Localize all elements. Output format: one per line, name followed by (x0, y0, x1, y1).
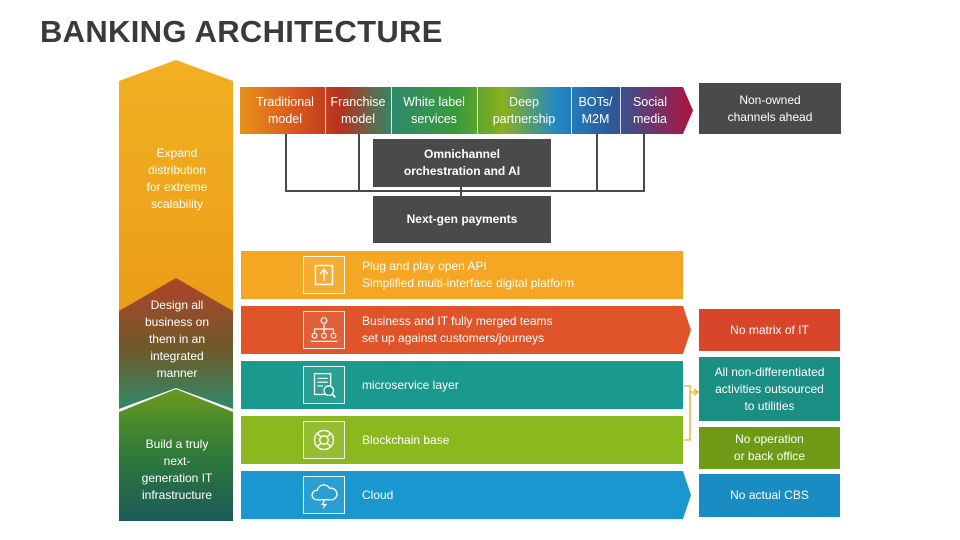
channel-divider (391, 87, 392, 134)
stack-segment-middle (119, 278, 233, 409)
layer-bar-teams (241, 306, 691, 354)
channel-divider (477, 87, 478, 134)
stack-label-design: Design all business on them in an integr… (144, 298, 210, 380)
channel-divider (571, 87, 572, 134)
left-arrow-stack (119, 60, 233, 521)
org-chart-icon (303, 311, 345, 349)
layer-text-cloud: Cloud (362, 488, 394, 502)
right-box-no-matrix: No matrix of IT (699, 309, 840, 351)
channel-banner (240, 87, 693, 134)
right-box-outsourced: All non-differentiated activities outsou… (699, 357, 840, 421)
cloud-icon (303, 476, 345, 514)
channel-divider (620, 87, 621, 134)
connector-line (358, 134, 360, 192)
layer-bar-cloud (241, 471, 691, 519)
stack-label-build: Build a truly next- generation IT infras… (141, 437, 213, 502)
connector-line (285, 134, 287, 192)
channel-white-label: White label services (403, 94, 465, 126)
omnichannel-box: Omnichannel orchestration and AI (373, 139, 551, 187)
layer-text-microservice: microservice layer (362, 378, 459, 392)
right-box-no-operation: No operation or back office (699, 427, 840, 469)
payments-box: Next-gen payments (373, 196, 551, 243)
stack-segment-top (119, 60, 233, 319)
stack-label-expand: Expand distribution for extreme scalabil… (146, 146, 208, 211)
channel-deep-partnership: Deep partnership (492, 94, 556, 126)
upload-icon (303, 256, 345, 294)
layer-bar-api (241, 251, 683, 299)
bracket-connector (684, 385, 700, 441)
document-search-icon (303, 366, 345, 404)
channel-divider (325, 87, 326, 134)
connector-line (460, 187, 462, 196)
non-owned-channels-box: Non-owned channels ahead (699, 83, 841, 134)
layer-text-teams: Business and IT fully merged teams set u… (362, 314, 553, 345)
channel-bots: BOTs/ M2M (578, 94, 613, 126)
channel-franchise: Franchise model (330, 94, 386, 126)
lifebuoy-icon (303, 421, 345, 459)
connector-line (285, 190, 645, 192)
layer-text-blockchain: Blockchain base (362, 433, 450, 447)
channel-traditional: Traditional model (256, 94, 314, 126)
page-title: BANKING ARCHITECTURE (40, 14, 443, 49)
connector-line (643, 134, 645, 192)
connector-line (596, 134, 598, 192)
layer-text-api: Plug and play open API Simplified multi-… (362, 259, 575, 290)
right-box-no-cbs: No actual CBS (699, 474, 840, 517)
stack-segment-bottom (119, 389, 233, 521)
channel-social: Social media (632, 94, 668, 126)
